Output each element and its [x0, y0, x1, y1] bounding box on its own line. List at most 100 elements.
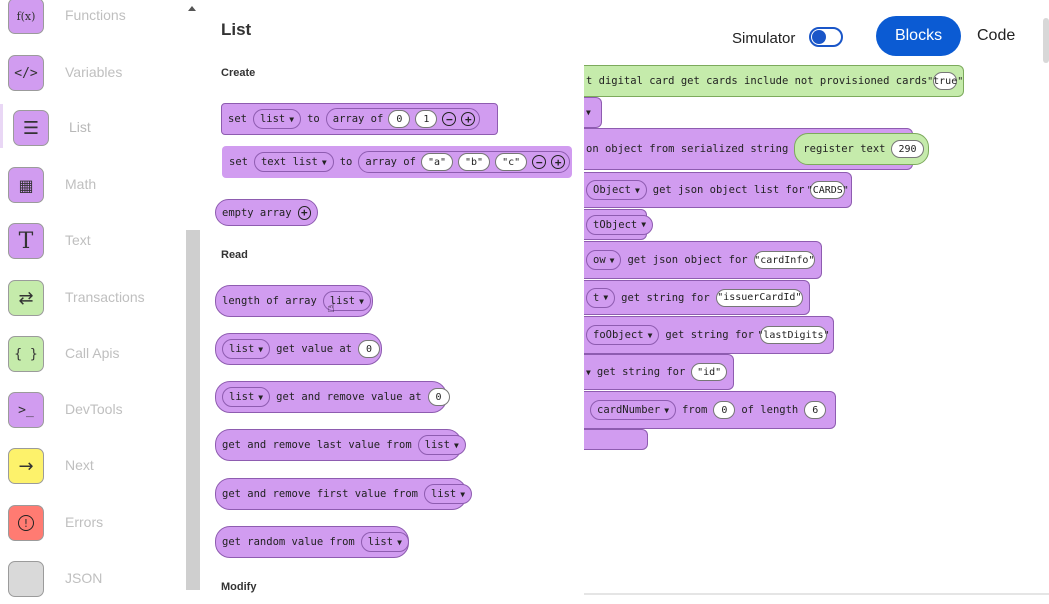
- dropdown-label: list: [329, 295, 356, 307]
- dropdown-label: foObject: [593, 329, 644, 341]
- variable-dropdown[interactable]: ow▼: [586, 250, 622, 270]
- workspace-block-json-list[interactable]: Object▼ get json object list for "CARDS": [584, 172, 852, 208]
- workspace-block-get-cards[interactable]: t digital card get cards include not pro…: [584, 65, 964, 97]
- array-of-block[interactable]: array of 0 1 − +: [325, 108, 481, 130]
- block-get-value-at[interactable]: list▼ get value at 0: [215, 333, 382, 365]
- variable-dropdown[interactable]: list▼: [423, 484, 473, 504]
- text-slot[interactable]: "issuerCardId": [715, 288, 803, 307]
- category-functions[interactable]: f(x) Functions: [0, 0, 185, 41]
- workspace-block-get-string-issuer[interactable]: t▼ get string for "issuerCardId": [584, 280, 810, 315]
- block-get-random[interactable]: get random value from list▼: [215, 526, 409, 558]
- category-math[interactable]: ▦ Math: [0, 162, 185, 210]
- plus-icon[interactable]: +: [551, 155, 566, 169]
- category-devtools[interactable]: >_ DevTools: [0, 387, 185, 435]
- category-list[interactable]: ☰ List: [0, 105, 185, 153]
- block-set-list[interactable]: set list▼ to array of 0 1 − +: [221, 103, 498, 135]
- minus-icon[interactable]: −: [442, 112, 457, 126]
- text-slot[interactable]: "CARDS": [807, 181, 849, 199]
- number-slot[interactable]: 290: [891, 140, 924, 158]
- scroll-up-arrow-icon[interactable]: [188, 6, 196, 11]
- text-slot[interactable]: "lastDigits": [757, 326, 830, 344]
- array-of-block[interactable]: array of "a" "b" "c" − +: [358, 151, 571, 173]
- dropdown-label: list: [229, 391, 255, 403]
- block-empty-array[interactable]: empty array +: [215, 199, 318, 226]
- workspace-block-end[interactable]: [584, 429, 648, 450]
- number-slot[interactable]: 0: [713, 401, 736, 419]
- text-slot[interactable]: "id": [691, 363, 727, 381]
- block-text: get string for: [665, 329, 754, 341]
- category-text[interactable]: T Text: [0, 218, 185, 266]
- number-slot[interactable]: 0: [388, 110, 411, 128]
- caret-down-icon: ▼: [634, 185, 640, 195]
- workspace-block-substring[interactable]: cardNumber▼ from 0 of length 6: [584, 391, 836, 429]
- variable-dropdown[interactable]: list▼: [360, 532, 409, 552]
- variable-dropdown[interactable]: tObject▼: [586, 214, 654, 235]
- category-next[interactable]: → Next: [0, 443, 185, 491]
- toggle-knob: [812, 30, 826, 44]
- workspace-block-var[interactable]: tObject▼: [584, 209, 654, 240]
- blocks-workspace[interactable]: t digital card get cards include not pro…: [584, 0, 1049, 595]
- simulator-toggle[interactable]: [809, 27, 843, 47]
- variable-dropdown[interactable]: list▼: [252, 109, 302, 129]
- block-get-remove-value-at[interactable]: list▼ get and remove value at 0: [215, 381, 450, 413]
- category-label: Math: [65, 176, 97, 192]
- variable-dropdown[interactable]: list▼: [322, 291, 371, 311]
- dropdown-label: list: [259, 113, 286, 125]
- number-slot[interactable]: 0: [427, 388, 450, 406]
- block-set-text-list[interactable]: set text list▼ to array of "a" "b" "c" −…: [222, 146, 572, 178]
- variable-dropdown[interactable]: foObject▼: [586, 325, 660, 345]
- plus-icon[interactable]: +: [297, 205, 311, 220]
- workspace-block-json-object[interactable]: ow▼ get json object for "cardInfo": [584, 241, 822, 279]
- blocks-tab-button[interactable]: Blocks: [876, 16, 961, 56]
- text-slot[interactable]: "true": [927, 72, 963, 90]
- variable-dropdown[interactable]: cardNumber▼: [590, 400, 677, 420]
- text-slot[interactable]: "b": [458, 153, 491, 171]
- minus-icon[interactable]: −: [532, 155, 547, 169]
- workspace-block-get-string-id[interactable]: ▼ get string for "id": [584, 354, 734, 390]
- variable-dropdown[interactable]: list▼: [417, 435, 466, 455]
- category-errors[interactable]: ! Errors: [0, 500, 185, 548]
- variable-dropdown[interactable]: Object▼: [586, 180, 647, 200]
- variable-dropdown[interactable]: list▼: [222, 339, 271, 359]
- exclamation-icon: !: [18, 515, 34, 531]
- category-json[interactable]: JSON: [0, 556, 185, 604]
- block-get-remove-last[interactable]: get and remove last value from list▼: [215, 429, 466, 461]
- workspace-block-get-string-digits[interactable]: foObject▼ get string for "lastDigits": [584, 316, 834, 354]
- category-call-apis[interactable]: { } Call Apis: [0, 331, 185, 379]
- divider: [584, 593, 1049, 595]
- variable-dropdown[interactable]: text list▼: [253, 152, 334, 172]
- category-variables[interactable]: </> Variables: [0, 50, 185, 98]
- caret-down-icon: ▼: [258, 344, 264, 354]
- text-slot[interactable]: "a": [420, 153, 453, 171]
- block-text: get string for: [621, 291, 710, 304]
- code-tab-button[interactable]: Code: [977, 27, 1016, 44]
- flyout-scrollbar-thumb[interactable]: [186, 230, 200, 590]
- workspace-block-fragment[interactable]: ▼: [584, 97, 602, 128]
- number-slot[interactable]: 0: [357, 340, 380, 358]
- block-text: get random value from: [222, 536, 355, 548]
- text-slot[interactable]: "c": [495, 153, 528, 171]
- code-brackets-icon: </>: [8, 55, 44, 91]
- dropdown-label: list: [424, 439, 450, 451]
- category-transactions[interactable]: ⇄ Transactions: [0, 275, 185, 323]
- block-text: get and remove value at: [276, 391, 422, 403]
- variable-dropdown[interactable]: list▼: [222, 387, 271, 407]
- block-length-of-array[interactable]: length of array list▼: [215, 285, 373, 317]
- dropdown-label: list: [229, 343, 255, 355]
- block-get-remove-first[interactable]: get and remove first value from list▼: [215, 478, 473, 510]
- workspace-scrollbar[interactable]: [1043, 18, 1049, 63]
- register-text-block[interactable]: register text 290: [794, 133, 929, 165]
- dropdown-label: list: [367, 536, 394, 548]
- category-label: List: [69, 119, 91, 135]
- caret-down-icon: ▼: [586, 108, 591, 117]
- category-label: Next: [65, 457, 94, 473]
- number-slot[interactable]: 6: [804, 401, 827, 419]
- workspace-block-serialized-string[interactable]: on object from serialized string registe…: [584, 128, 929, 170]
- dropdown-label: tObject: [593, 218, 638, 231]
- number-slot[interactable]: 1: [415, 110, 438, 128]
- caret-down-icon: ▼: [453, 440, 459, 450]
- dropdown-label: list: [430, 488, 457, 500]
- text-slot[interactable]: "cardInfo": [753, 251, 815, 269]
- variable-dropdown[interactable]: t▼: [586, 287, 616, 308]
- plus-icon[interactable]: +: [461, 112, 476, 126]
